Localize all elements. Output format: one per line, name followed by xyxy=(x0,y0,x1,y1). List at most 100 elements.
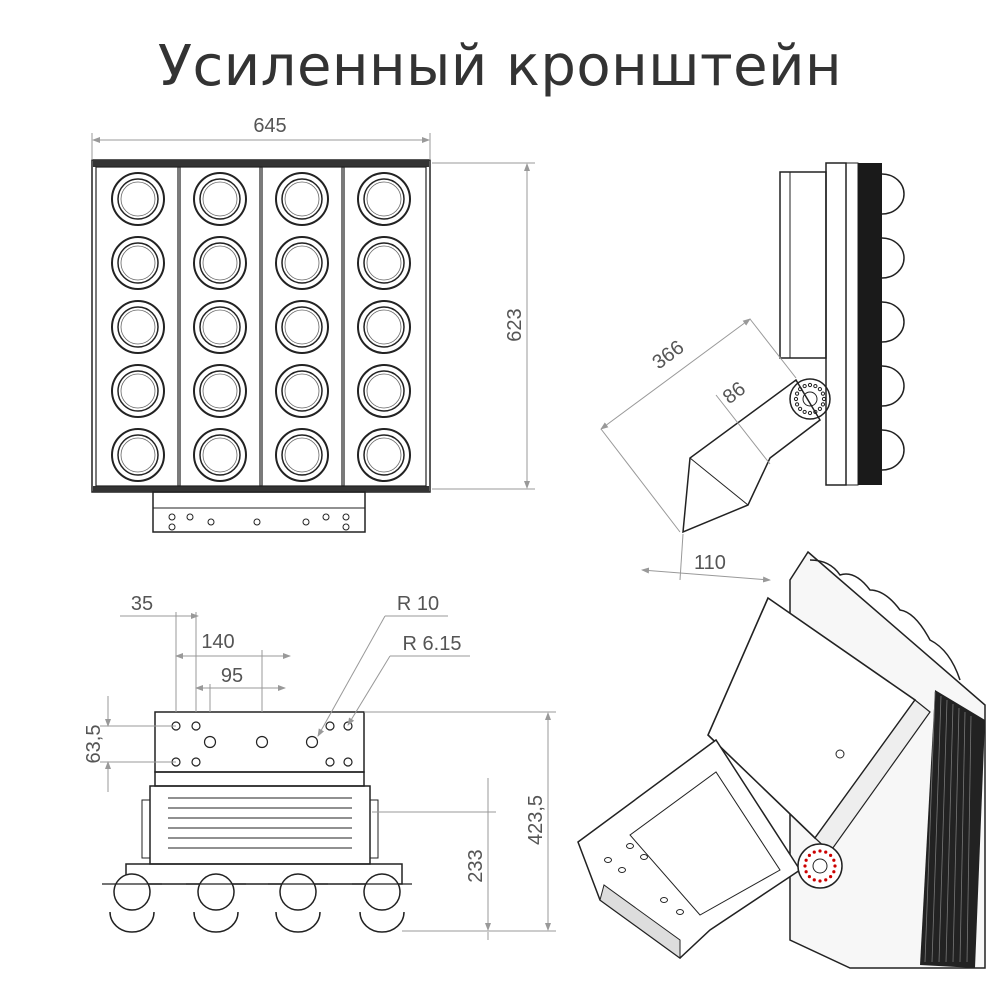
iso-fin xyxy=(945,703,954,963)
dim-95: 95 xyxy=(221,665,243,687)
led-lens-ring xyxy=(111,300,165,354)
iso-hole xyxy=(676,909,684,915)
tilt-hole xyxy=(794,402,800,407)
led-lens xyxy=(281,178,323,220)
tilt-hole xyxy=(817,387,822,392)
led-lens-ring xyxy=(357,428,411,482)
led-lens-ring xyxy=(193,428,247,482)
led-lens xyxy=(363,306,405,348)
dim-63-5: 63,5 xyxy=(83,725,105,764)
bracket-hole xyxy=(322,513,330,521)
iso-bracket-inner xyxy=(629,771,781,916)
iso-fin xyxy=(938,699,948,963)
dim-side-110: 110 xyxy=(694,552,726,574)
tilt-disc xyxy=(789,378,831,420)
led-lens-inner xyxy=(202,245,238,281)
side-dimensions: 366 86 110 xyxy=(600,318,797,583)
dim-233: 233 xyxy=(465,849,487,882)
iso-fin xyxy=(952,707,960,963)
led-lens xyxy=(363,434,405,476)
led-module xyxy=(341,166,427,487)
iso-fin xyxy=(966,715,972,963)
iso-hole xyxy=(660,897,668,903)
led-lens-ring xyxy=(111,428,165,482)
iso-fin xyxy=(959,711,966,963)
iso-bracket-holes xyxy=(604,843,684,915)
led-lens-ring xyxy=(111,364,165,418)
tilt-pivot xyxy=(802,391,818,407)
led-lens-ring xyxy=(275,364,329,418)
dim-r10: R 10 xyxy=(397,593,439,615)
iso-tilt-hole xyxy=(824,878,828,882)
led-lens-ring xyxy=(275,172,329,226)
tilt-hole xyxy=(798,387,803,392)
led-lens-ring xyxy=(357,172,411,226)
led-lens-inner xyxy=(284,181,320,217)
led-lens xyxy=(117,306,159,348)
led-lens-ring xyxy=(357,300,411,354)
led-lens-inner xyxy=(202,373,238,409)
led-lens xyxy=(117,178,159,220)
iso-heatsink-fins xyxy=(924,691,972,963)
lamp-lens-ring xyxy=(113,873,151,911)
led-lens xyxy=(363,178,405,220)
led-lens-ring xyxy=(357,236,411,290)
iso-bracket-edge xyxy=(599,884,681,959)
iso-fin xyxy=(931,695,942,963)
led-lens-inner xyxy=(120,437,156,473)
iso-tilt-hole xyxy=(807,875,811,879)
iso-tilt-hole xyxy=(803,864,807,868)
bracket-hole xyxy=(207,518,215,526)
side-view xyxy=(682,162,905,534)
tilt-hole xyxy=(807,382,813,388)
iso-tilt-hole xyxy=(804,870,808,874)
led-lens-ring xyxy=(193,300,247,354)
iso-tilt-scale-holes xyxy=(803,849,837,883)
led-lens-inner xyxy=(202,309,238,345)
iso-tilt-hole xyxy=(818,879,822,883)
lamp-lens-dome xyxy=(359,911,405,933)
tilt-hole xyxy=(798,406,803,411)
iso-tilt-hole xyxy=(804,858,808,862)
driver-fins xyxy=(168,797,352,849)
led-lens-inner xyxy=(120,373,156,409)
dim-423-5: 423,5 xyxy=(525,795,547,845)
iso-hole xyxy=(604,857,612,863)
iso-tilt-hole xyxy=(812,850,816,854)
lamp-lens-dome xyxy=(193,911,239,933)
iso-tilt-hole xyxy=(812,878,816,882)
front-view xyxy=(91,159,431,533)
dim-width-645: 645 xyxy=(253,115,286,137)
led-lens xyxy=(199,178,241,220)
driver-left-clamp xyxy=(141,799,151,859)
iso-hole xyxy=(618,867,626,873)
led-lens-inner xyxy=(366,437,402,473)
lamp-lens-dome xyxy=(275,911,321,933)
bracket-hole xyxy=(342,513,350,521)
tilt-hole xyxy=(802,383,807,389)
bracket-hole xyxy=(302,518,310,526)
led-lens-inner xyxy=(120,181,156,217)
led-lens-ring xyxy=(111,236,165,290)
iso-tilt-hole xyxy=(829,875,833,879)
tilt-hole xyxy=(817,406,822,411)
tilt-scale-holes xyxy=(793,382,827,416)
led-module xyxy=(95,166,181,487)
driver-right-clamp xyxy=(369,799,379,859)
led-lens xyxy=(281,434,323,476)
led-module xyxy=(177,166,263,487)
iso-top-domes-edge xyxy=(809,559,961,681)
tilt-hole xyxy=(793,396,799,402)
iso-tilt-hole xyxy=(818,849,822,853)
leader-r615 xyxy=(347,655,391,726)
mounting-hole xyxy=(343,757,353,767)
side-lens-dome xyxy=(881,237,905,279)
iso-fin xyxy=(924,691,936,963)
iso-tilt-hole xyxy=(832,870,836,874)
side-frame xyxy=(845,162,859,486)
isometric-view xyxy=(577,550,986,969)
led-lens-inner xyxy=(202,437,238,473)
leader-r10 xyxy=(317,615,386,737)
bottom-dimensions: 35 140 95 R 10 R 6.15 63,5 423,5 233 xyxy=(83,593,556,940)
led-lens-inner xyxy=(366,309,402,345)
